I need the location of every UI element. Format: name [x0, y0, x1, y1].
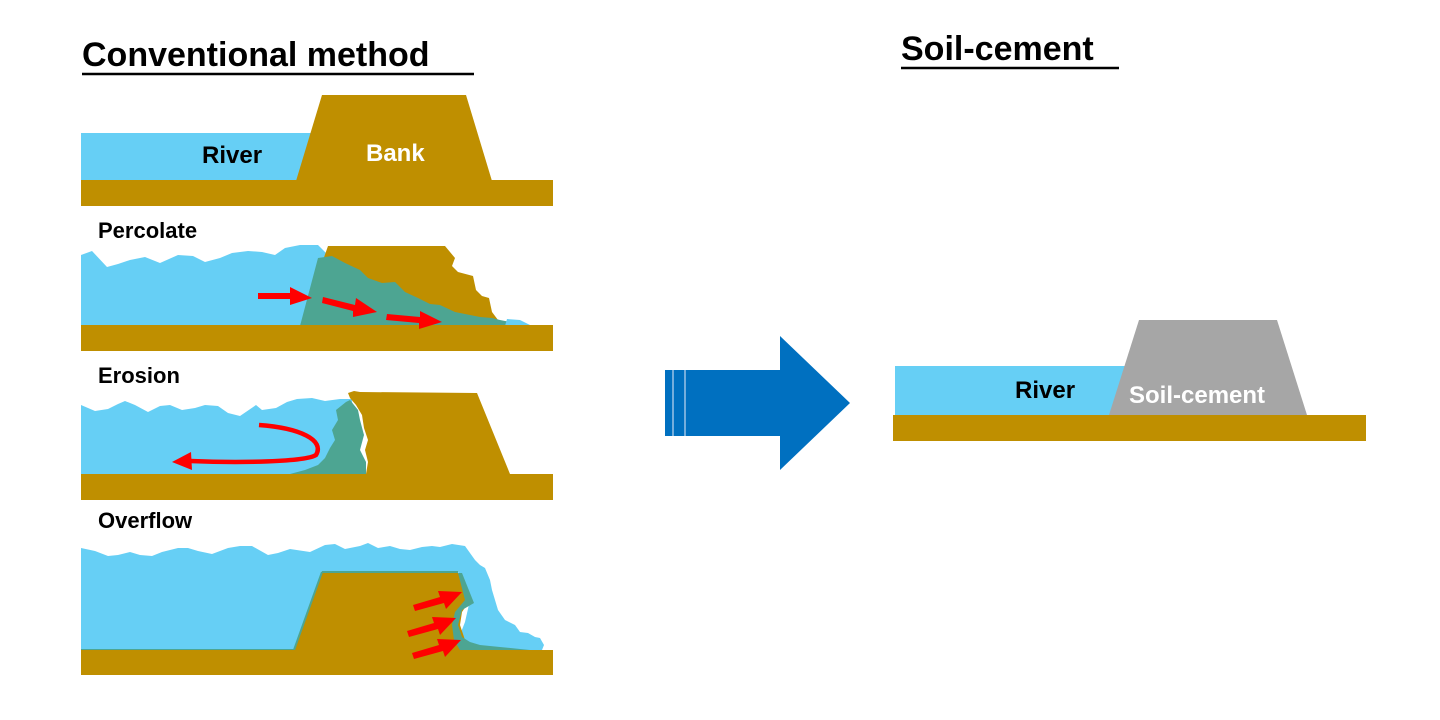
overflow-eroded-zone: [452, 573, 530, 650]
right-river-label: River: [1015, 377, 1075, 404]
soil-cement-structure: [1109, 320, 1307, 415]
right-river-water: [895, 366, 1145, 415]
erosion-swirl-arrow-icon: [172, 422, 320, 470]
ground-strip: [81, 325, 553, 351]
swirl-arrow-stroke: [189, 422, 320, 465]
overflow-arrows: [407, 591, 462, 659]
erosion-water: [81, 398, 355, 474]
conventional-method-title: Conventional method: [82, 36, 430, 74]
overflow-label: Overflow: [98, 508, 193, 533]
percolate-panel: Percolate: [81, 218, 553, 351]
percolation-arrows: [258, 287, 442, 329]
soil-cement-label: Soil-cement: [1129, 382, 1265, 409]
overflow-panel: Overflow: [81, 508, 553, 675]
ground-strip: [81, 474, 553, 500]
overflow-bank-edge: [293, 571, 323, 651]
percolation-arrow-icon: [258, 287, 312, 305]
right-ground-strip: [893, 415, 1366, 441]
percolate-seep-water: [505, 319, 532, 326]
overflow-bank: [294, 573, 470, 650]
erosion-eroded-zone: [290, 400, 366, 474]
right-arrow-icon: [665, 336, 850, 470]
percolation-arrow-icon: [322, 297, 377, 317]
overflow-arrow-icon: [412, 639, 461, 659]
overflow-arrow-icon: [407, 617, 456, 637]
erosion-bank: [348, 391, 510, 474]
percolate-label: Percolate: [98, 218, 197, 243]
river-water: [81, 133, 321, 181]
swirl-arrow-head: [172, 452, 192, 470]
soil-cement-panel: River Soil-cement: [893, 320, 1366, 441]
erosion-panel: Erosion: [81, 363, 553, 500]
percolate-water: [81, 245, 332, 326]
percolation-arrow-icon: [386, 311, 442, 329]
base-panel: River Bank: [81, 95, 553, 206]
transition-arrow-body: [665, 336, 850, 470]
overflow-arrow-icon: [413, 591, 462, 611]
erosion-label: Erosion: [98, 363, 180, 388]
bank-shape: [296, 95, 492, 181]
ground-strip: [81, 650, 553, 675]
river-label: River: [202, 142, 262, 169]
ground-strip: [81, 180, 553, 206]
bank-label: Bank: [366, 140, 425, 167]
soil-cement-title: Soil-cement: [901, 30, 1094, 68]
